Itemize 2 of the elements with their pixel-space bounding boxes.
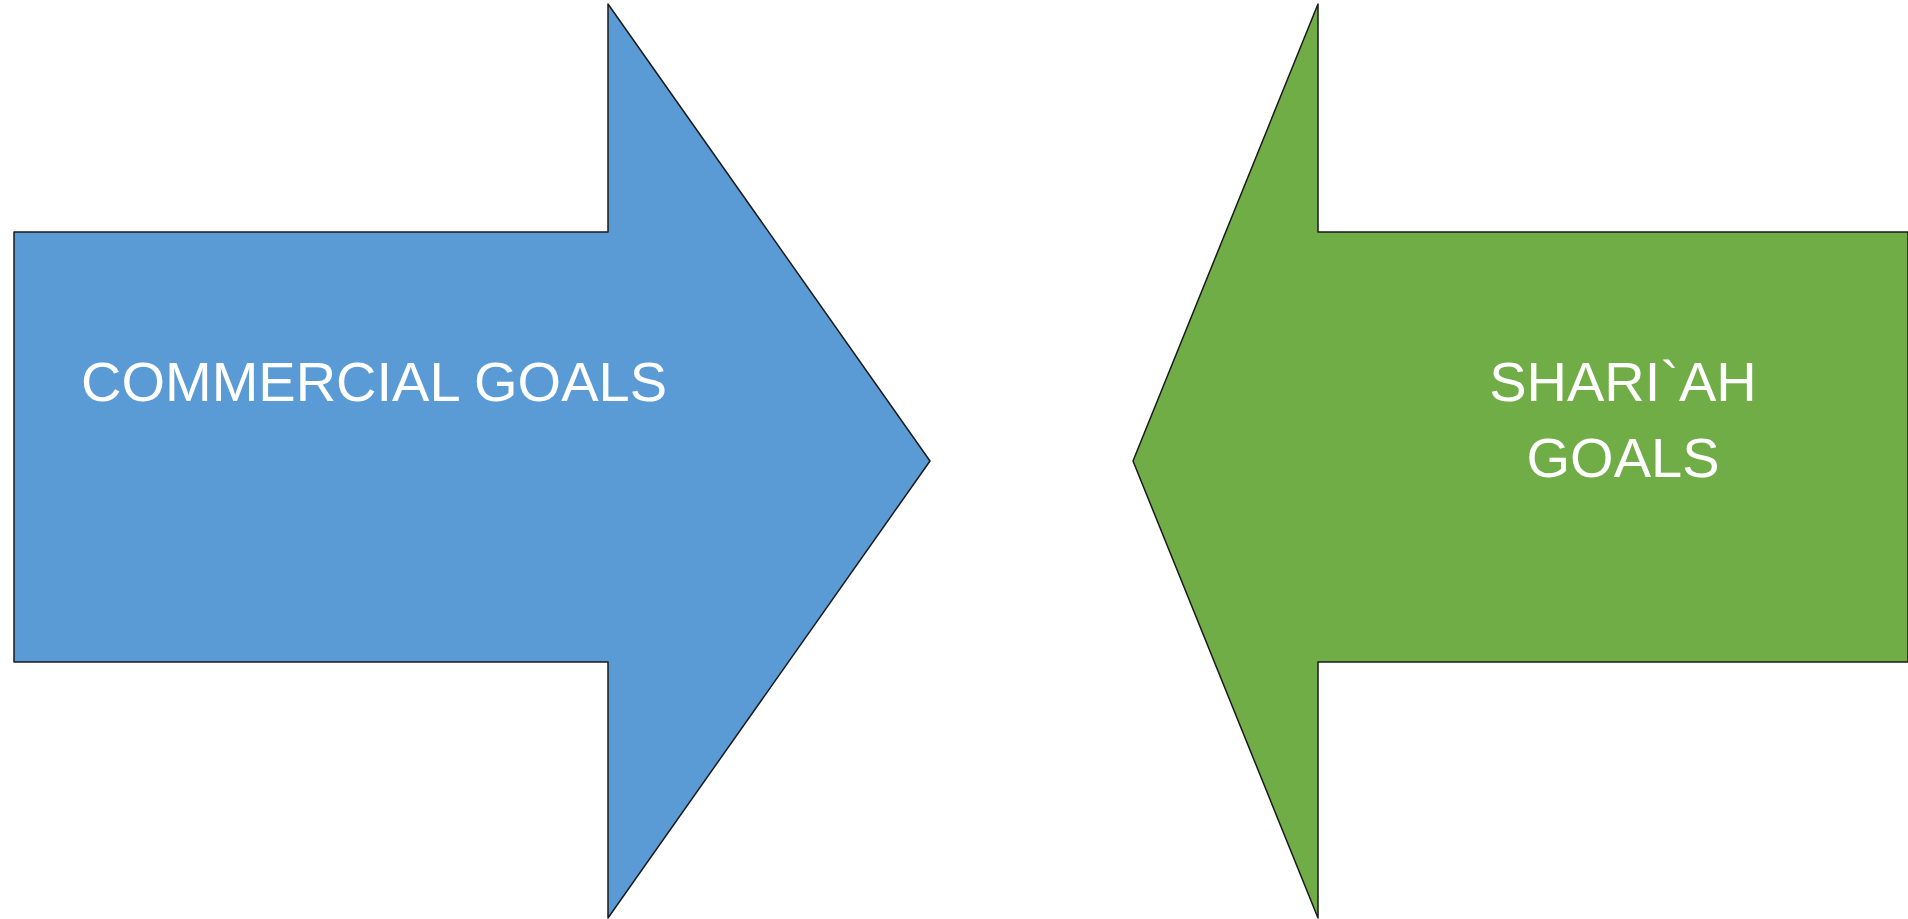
arrow-label: COMMERCIAL GOALS <box>80 349 668 415</box>
arrow-label: SHARI`AH GOALS <box>1488 349 1758 491</box>
